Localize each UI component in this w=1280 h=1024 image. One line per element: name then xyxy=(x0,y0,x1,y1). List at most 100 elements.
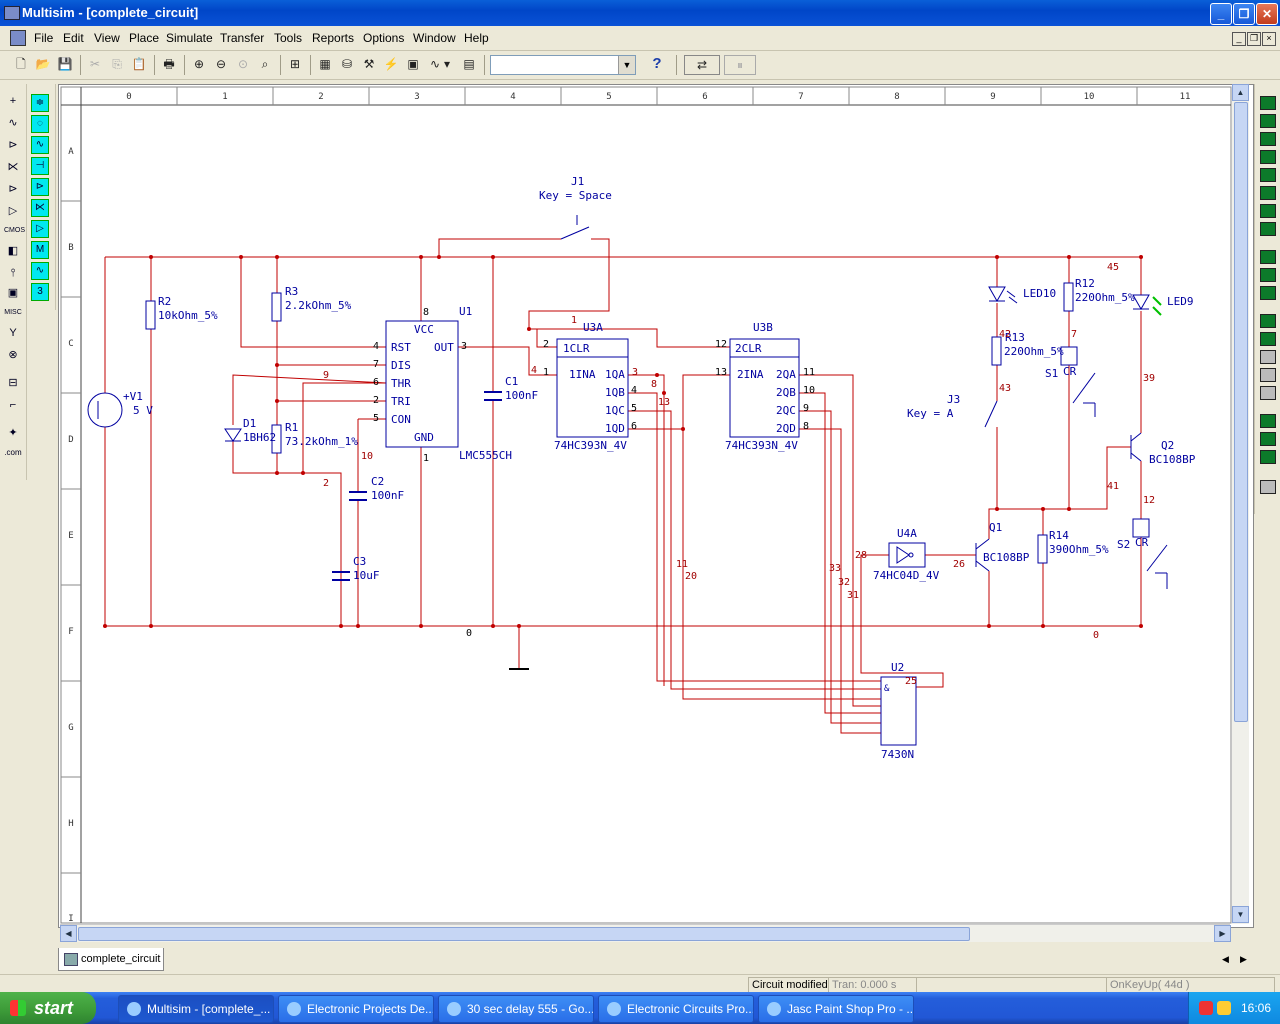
diode-icon[interactable]: ⊳ xyxy=(8,139,18,151)
agilent-generator-icon[interactable] xyxy=(1260,368,1276,382)
print-icon[interactable]: 🖶 xyxy=(163,57,175,71)
menu-edit[interactable]: Edit xyxy=(63,31,84,45)
menu-view[interactable]: View xyxy=(94,31,120,45)
menu-transfer[interactable]: Transfer xyxy=(220,31,265,45)
diode-d1[interactable] xyxy=(224,428,242,442)
scroll-up-icon[interactable]: ▲ xyxy=(1232,84,1249,101)
mdi-restore-icon[interactable]: ❐ xyxy=(1247,32,1261,46)
taskbar-item-ie-3[interactable]: Electronic Circuits Pro... xyxy=(598,995,754,1023)
inverter-u4a[interactable] xyxy=(888,542,926,568)
tray-app-icon[interactable] xyxy=(1199,1001,1213,1015)
resistor-icon[interactable]: ∿ xyxy=(8,117,18,129)
resistor-r1[interactable] xyxy=(271,424,282,454)
menu-file[interactable]: File xyxy=(34,31,54,45)
electromechanical-icon[interactable]: ⊗ xyxy=(8,349,18,361)
oscilloscope-icon[interactable] xyxy=(1260,150,1276,164)
help-icon[interactable]: ? xyxy=(652,55,662,72)
ic-u1-555[interactable] xyxy=(385,320,459,448)
virtual-analog-icon[interactable]: ▷ xyxy=(31,220,49,238)
copy-icon[interactable]: ⎘ xyxy=(112,57,122,71)
vertical-scrollbar[interactable]: ▲ ▼ xyxy=(1232,84,1249,924)
multisim-app-icon[interactable] xyxy=(4,6,20,20)
virtual-source-icon[interactable]: ◌ xyxy=(31,115,49,133)
virtual-diode-icon[interactable]: ⊳ xyxy=(31,178,49,196)
virtual-3d-icon[interactable]: 3 xyxy=(31,283,49,301)
horizontal-scroll-thumb[interactable] xyxy=(78,927,970,941)
resistor-r12[interactable] xyxy=(1063,282,1074,312)
cmos-icon[interactable]: CMOS xyxy=(4,227,25,234)
resistor-r13[interactable] xyxy=(991,336,1002,366)
taskbar-item-paintshop[interactable]: Jasc Paint Shop Pro - ... xyxy=(758,995,914,1023)
spectrum-analyzer-icon[interactable] xyxy=(1260,332,1276,346)
wattmeter-icon[interactable] xyxy=(1260,132,1276,146)
relay-s1[interactable] xyxy=(1060,346,1096,417)
component-wizard-icon[interactable]: ⚒ xyxy=(363,57,375,71)
menu-options[interactable]: Options xyxy=(363,31,405,45)
logic-analyzer-icon[interactable] xyxy=(1260,250,1276,264)
zoom-area-icon[interactable]: ⊙ xyxy=(237,57,249,71)
tab-scroll-right-icon[interactable]: ▶ xyxy=(1240,954,1247,964)
simulate-icon[interactable]: ⚡ xyxy=(383,57,399,71)
menu-reports[interactable]: Reports xyxy=(312,31,355,45)
wizard-icon[interactable]: ✦ xyxy=(8,427,18,439)
switch-j3[interactable] xyxy=(984,400,998,428)
bus-icon[interactable]: ⌐ xyxy=(9,399,17,411)
zoom-in-icon[interactable]: ⊕ xyxy=(193,57,205,71)
mdi-minimize-icon[interactable]: _ xyxy=(1232,32,1246,46)
zoom-out-icon[interactable]: ⊖ xyxy=(215,57,227,71)
multimeter-icon[interactable] xyxy=(1260,96,1276,110)
postprocessor-icon[interactable]: ▤ xyxy=(463,57,475,71)
relay-s2[interactable] xyxy=(1132,518,1168,589)
menu-tools[interactable]: Tools xyxy=(274,31,303,45)
network-analyzer-icon[interactable] xyxy=(1260,350,1276,364)
vertical-scroll-thumb[interactable] xyxy=(1234,102,1248,722)
tray-app-icon[interactable] xyxy=(1217,1001,1231,1015)
function-generator-icon[interactable] xyxy=(1260,114,1276,128)
word-generator-icon[interactable] xyxy=(1260,222,1276,236)
chevron-down-icon[interactable]: ▾ xyxy=(443,57,451,71)
led-led9[interactable] xyxy=(1132,294,1162,316)
new-file-icon[interactable]: 🗋 xyxy=(16,57,26,71)
misc-icon[interactable]: MISC xyxy=(4,309,22,316)
ttl-icon[interactable]: ▷ xyxy=(8,205,18,217)
iv-analyzer-icon[interactable] xyxy=(1260,286,1276,300)
maximize-button[interactable]: ❐ xyxy=(1233,3,1255,25)
rf-icon[interactable]: Y xyxy=(9,327,17,339)
start-button[interactable]: start xyxy=(0,992,96,1024)
switch-j1[interactable] xyxy=(560,215,590,240)
ic-u3b-counter[interactable] xyxy=(729,356,800,438)
capacitor-c3[interactable] xyxy=(332,571,350,581)
database-icon[interactable]: ⛁ xyxy=(341,57,353,71)
grapher-icon[interactable]: ▣ xyxy=(407,57,419,71)
spreadsheet-icon[interactable]: ▦ xyxy=(319,57,331,71)
frequency-counter-icon[interactable] xyxy=(1260,204,1276,218)
bode-plotter-icon[interactable] xyxy=(1260,186,1276,200)
menu-place[interactable]: Place xyxy=(129,31,160,45)
transistor-icon[interactable]: ⋉ xyxy=(7,161,19,173)
virtual-basic-icon[interactable]: ⊣ xyxy=(31,157,49,175)
agilent-multimeter-icon[interactable] xyxy=(1260,386,1276,400)
indicator-icon[interactable]: ▣ xyxy=(7,287,19,299)
tab-scroll-left-icon[interactable]: ◀ xyxy=(1222,954,1229,964)
scroll-down-icon[interactable]: ▼ xyxy=(1232,906,1249,923)
dotcom-icon[interactable]: .com xyxy=(4,448,22,457)
four-channel-scope-icon[interactable] xyxy=(1260,168,1276,182)
hierarchical-block-icon[interactable]: ⊟ xyxy=(8,377,18,389)
tab-complete-circuit[interactable]: complete_circuit xyxy=(58,948,164,971)
distortion-analyzer-icon[interactable] xyxy=(1260,314,1276,328)
virtual-power-icon[interactable]: ≑ xyxy=(31,94,49,112)
mixed-icon[interactable]: ⫯ xyxy=(10,267,16,279)
voltage-source-v1[interactable] xyxy=(87,392,123,428)
analog-ic-icon[interactable]: ⊳ xyxy=(8,183,18,195)
run-switch-icon[interactable]: ⇄ xyxy=(684,55,720,75)
scroll-right-icon[interactable]: ▶ xyxy=(1214,925,1231,942)
measurement-probe-icon[interactable] xyxy=(1260,450,1276,464)
scroll-left-icon[interactable]: ◀ xyxy=(60,925,77,942)
agilent-scope-icon[interactable] xyxy=(1260,414,1276,428)
virtual-transistor-icon[interactable]: ⋉ xyxy=(31,199,49,217)
misc-digital-icon[interactable]: ◧ xyxy=(7,245,19,257)
paste-icon[interactable]: 📋 xyxy=(131,57,147,71)
resistor-r14[interactable] xyxy=(1037,534,1048,564)
led-led10[interactable] xyxy=(988,286,1018,304)
menu-simulate[interactable]: Simulate xyxy=(166,31,213,45)
